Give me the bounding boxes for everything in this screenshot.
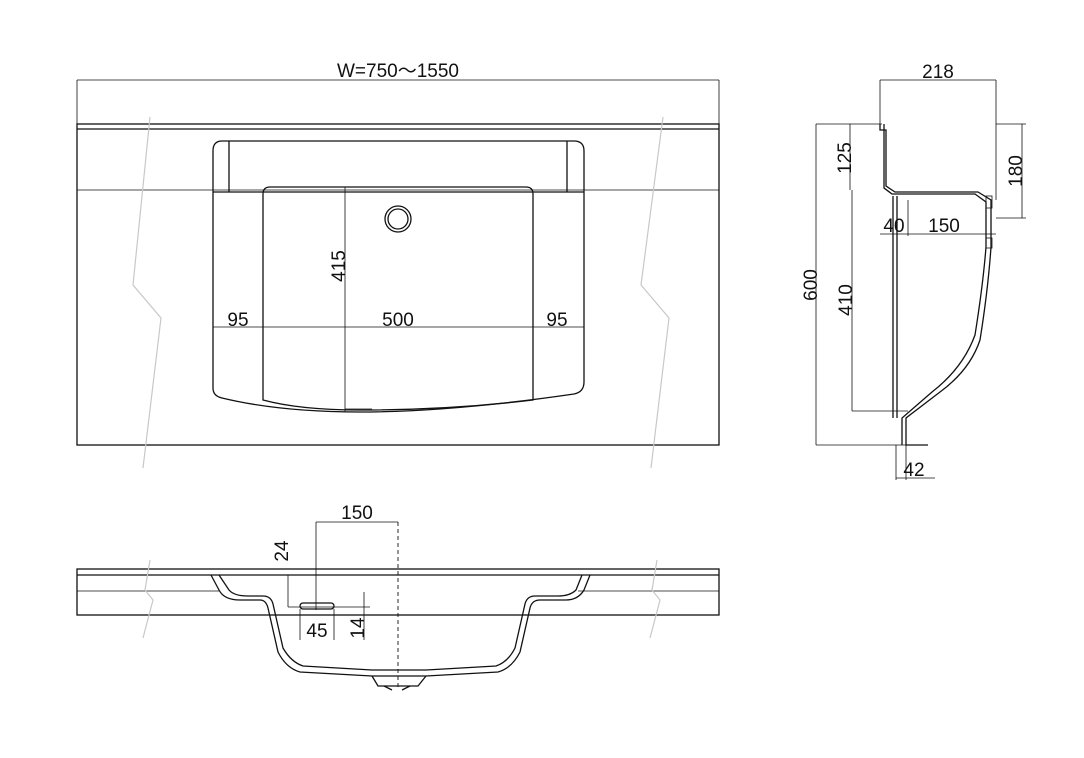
- side-top-width: 218: [922, 62, 954, 83]
- plan-bowl: [262, 186, 534, 411]
- plan-left-margin: 95: [227, 310, 248, 331]
- plan-break-right: [640, 116, 670, 469]
- plan-view: W=750～1550 95 500 95 415: [76, 61, 720, 469]
- side-bowl-length: 410: [836, 284, 857, 316]
- front-size-14: 14: [348, 617, 369, 639]
- front-break-right: [649, 559, 661, 639]
- plan-break-left: [132, 116, 162, 469]
- front-break-left: [142, 559, 154, 639]
- front-size-45: 45: [306, 621, 327, 642]
- plan-bowl-width: 500: [382, 310, 414, 331]
- plan-basin-rim: [212, 140, 585, 413]
- front-height-24: 24: [272, 540, 293, 562]
- plan-right-margin: 95: [546, 310, 567, 331]
- front-offset-150: 150: [341, 503, 373, 524]
- plan-bowl-depth: 415: [329, 250, 350, 282]
- plan-drain-icon: [384, 205, 412, 233]
- front-view: 150 24 45 14: [76, 503, 720, 691]
- front-basin-section: [210, 574, 591, 677]
- side-view: 218 125 180 600 40 150 410 42: [801, 62, 1027, 481]
- side-basin-profile: [879, 124, 992, 446]
- side-offset-40: 40: [883, 216, 904, 237]
- side-front-height: 180: [1006, 155, 1027, 187]
- side-overall-depth: 600: [801, 269, 822, 301]
- plan-width-label: W=750～1550: [337, 61, 459, 82]
- side-bottom-42: 42: [903, 460, 924, 481]
- side-back-height: 125: [835, 142, 856, 174]
- front-overflow-slot: [299, 602, 335, 610]
- side-spacing-150: 150: [928, 216, 960, 237]
